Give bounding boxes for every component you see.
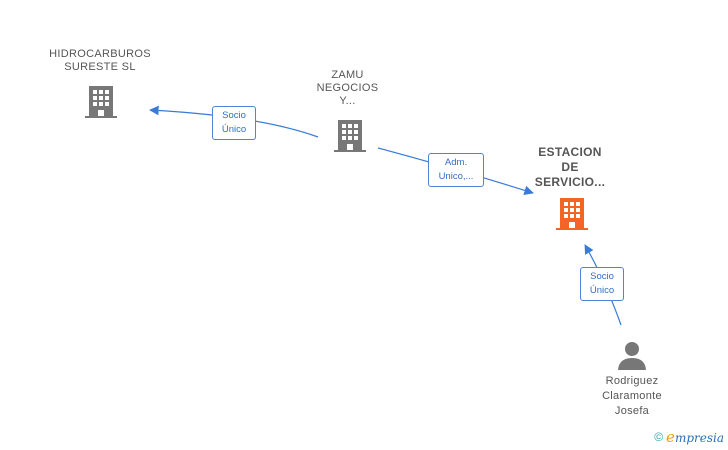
building-icon[interactable] [334, 118, 366, 152]
building-icon-main[interactable] [556, 196, 588, 230]
footer-brand: © empresia [654, 428, 724, 446]
node-label-rodriguez[interactable]: Rodriguez Claramonte Josefa [602, 375, 662, 417]
copyright-icon: © [654, 430, 664, 444]
edge-label-adm-unico[interactable]: Adm. Unico,... [428, 153, 484, 187]
building-icon[interactable] [85, 84, 117, 118]
person-icon[interactable] [617, 340, 647, 370]
brand-logo: empresia [666, 428, 724, 446]
node-label-zamu[interactable]: ZAMU NEGOCIOS Y... [316, 69, 379, 107]
node-label-estacion[interactable]: ESTACION DE SERVICIO... [534, 145, 606, 189]
edge-label-socio-unico[interactable]: Socio Único [212, 106, 256, 140]
node-label-hidrocarburos[interactable]: HIDROCARBUROS SURESTE SL [49, 48, 151, 73]
edge-label-socio-unico-2[interactable]: Socio Único [580, 267, 624, 301]
